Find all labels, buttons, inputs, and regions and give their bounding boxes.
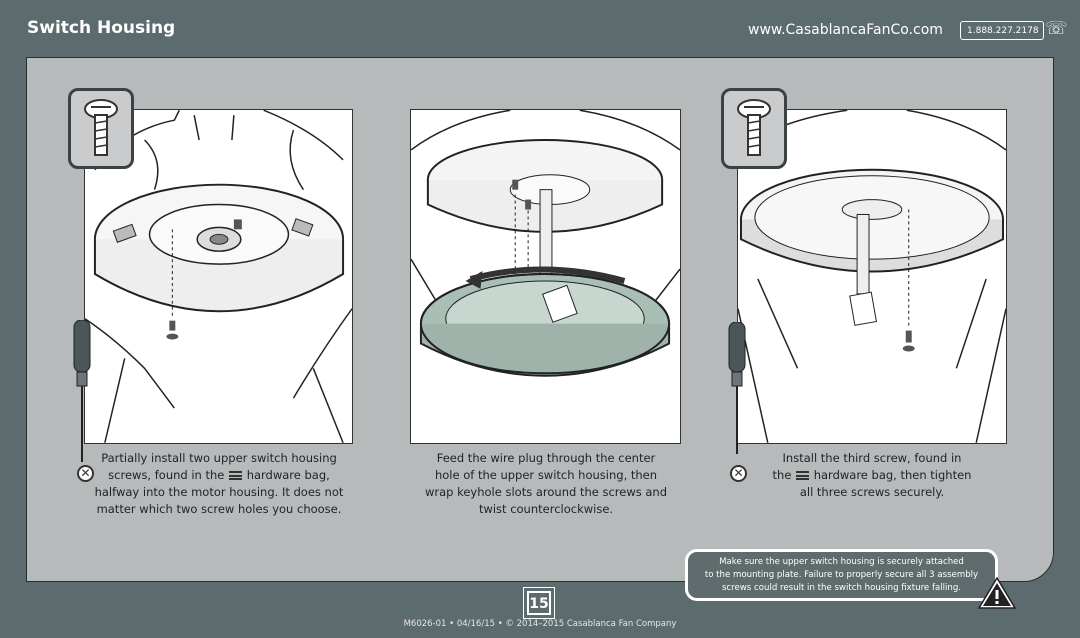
caption-text: hardware bag, then tighten [813,468,972,482]
caption-line: the hardware bag, then tighten [737,467,1007,484]
caption-line: screws, found in the hardware bag, [84,467,354,484]
switch-housing-drawing [411,110,680,377]
footer-text: M6026-01 • 04/16/15 • © 2014–2015 Casabl… [403,619,677,629]
caption-line: all three screws securely. [799,485,945,499]
installed-housing-drawing [738,110,1006,443]
caption-text: screws, found in the [108,468,225,482]
step-3-caption: Install the third screw, found in the ha… [737,450,1007,501]
page-title: Switch Housing [27,18,176,38]
warning-triangle-icon [978,577,1016,609]
step-3-illustration [737,109,1007,444]
screwdriver-icon [728,322,746,454]
website-link[interactable]: www.CasablancaFanCo.com [748,22,943,38]
caption-text: hardware bag, [246,468,330,482]
screw-icon [721,88,787,169]
caption-text: the [772,468,792,482]
caption-line: Partially install two upper switch housi… [101,451,337,465]
warning-line: screws could result in the switch housin… [721,583,962,593]
caption-line: wrap keyhole slots around the screws and [424,485,668,499]
caption-line: Install the third screw, found in [782,451,962,465]
warning-line: to the mounting plate. Failure to proper… [704,570,979,580]
page-number: 15 [523,587,555,619]
motor-housing-drawing [85,110,352,443]
screwdriver-icon [73,320,91,462]
do-not-tighten-icon: ✕ [730,465,747,482]
step-2-illustration [410,109,681,444]
phone-number[interactable]: 1.888.227.2178 [960,21,1044,40]
warning-line: Make sure the upper switch housing is se… [719,557,964,567]
phone-icon: ☏ [1045,18,1068,39]
caption-line: hole of the upper switch housing, then [434,468,658,482]
hardware-bag-icon [796,471,810,480]
caption-line: twist counterclockwise. [478,502,614,516]
do-not-tighten-icon: ✕ [77,465,94,482]
caption-line: halfway into the motor housing. It does … [94,485,344,499]
hardware-bag-icon [229,471,243,480]
screw-icon [68,88,134,169]
caption-line: Feed the wire plug through the center [436,451,656,465]
step-1-caption: Partially install two upper switch housi… [84,450,354,518]
step-2-caption: Feed the wire plug through the center ho… [410,450,682,518]
caption-line: matter which two screw holes you choose. [96,502,342,516]
warning-box: Make sure the upper switch housing is se… [685,549,998,601]
